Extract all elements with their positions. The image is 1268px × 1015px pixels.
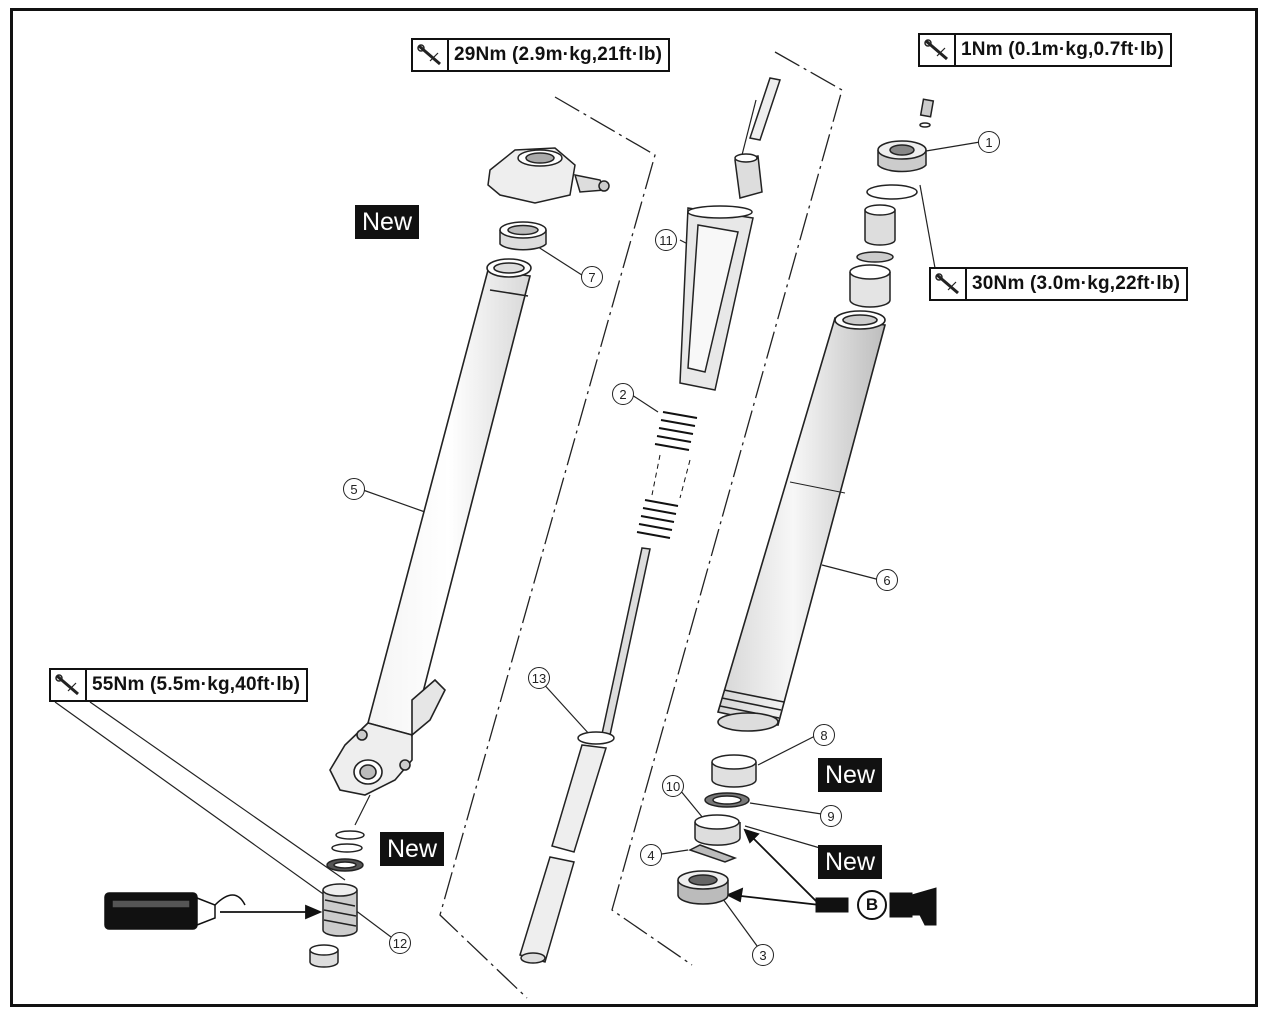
callout-part-1: 1 (978, 131, 1000, 153)
part-5-outer-tube-left (329, 258, 532, 796)
diagram-frame (10, 8, 1258, 1007)
torque-spec-1nm: 1Nm (0.1m·kg,0.7ft·lb) (918, 33, 1172, 67)
callout-part-3: 3 (752, 944, 774, 966)
torque-value: 30Nm (3.0m·kg,22ft·lb) (972, 273, 1181, 294)
torque-spec-29nm: 29Nm (2.9m·kg,21ft·lb) (411, 38, 671, 72)
callout-part-8: 8 (813, 724, 835, 746)
new-part-tag: New (380, 832, 445, 866)
callout-part-4: 4 (640, 844, 662, 866)
callout-part-13: 13 (528, 667, 550, 689)
torque-spec-55nm: 55Nm (5.5m·kg,40ft·lb) (49, 668, 309, 702)
torque-wrench-icon (920, 35, 956, 65)
torque-wrench-icon (51, 670, 87, 700)
torque-wrench-icon (413, 40, 449, 70)
part-7-seal (499, 221, 547, 251)
callout-part-2: 2 (612, 383, 634, 405)
fork-clamp-bracket (487, 147, 610, 204)
new-part-tag: New (818, 758, 883, 792)
callout-part-5: 5 (343, 478, 365, 500)
part-2-springs (636, 411, 698, 539)
lubricant-b-badge: B (857, 890, 887, 920)
leader-lines (54, 99, 981, 951)
part-6-inner-tube-right (716, 310, 887, 732)
callout-part-7: 7 (581, 266, 603, 288)
callout-part-10: 10 (662, 775, 684, 797)
lubricant-arrows (220, 828, 821, 920)
lower-seals-and-clips (677, 754, 757, 905)
callout-part-9: 9 (820, 805, 842, 827)
part-13-damper-rod (519, 547, 651, 964)
damper-cartridge-assembly (679, 77, 781, 391)
thread-locker-tube-icon (104, 892, 246, 930)
fork-internal-collars (849, 204, 896, 308)
callout-part-12: 12 (389, 932, 411, 954)
part-12-base-valve (309, 830, 365, 968)
callout-part-11: 11 (655, 229, 677, 251)
new-part-tag: New (355, 205, 420, 239)
torque-wrench-icon (931, 269, 967, 299)
torque-value: 1Nm (0.1m·kg,0.7ft·lb) (961, 39, 1164, 60)
torque-value: 55Nm (5.5m·kg,40ft·lb) (92, 674, 301, 695)
callout-part-6: 6 (876, 569, 898, 591)
new-part-tag: New (818, 845, 883, 879)
torque-value: 29Nm (2.9m·kg,21ft·lb) (454, 44, 663, 65)
grease-gun-icon (815, 887, 937, 926)
torque-spec-30nm: 30Nm (3.0m·kg,22ft·lb) (929, 267, 1189, 301)
assembly-guide-lines (439, 51, 843, 999)
part-1-cap-bolt (866, 98, 935, 200)
